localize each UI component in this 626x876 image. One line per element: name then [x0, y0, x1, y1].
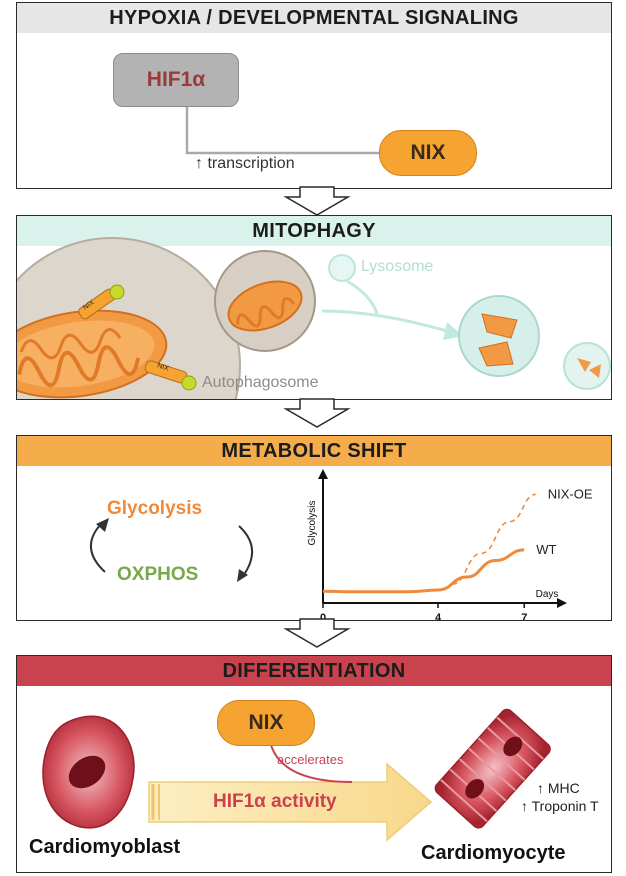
lysosome [328, 254, 356, 282]
hypoxia-title: HYPOXIA / DEVELOPMENTAL SIGNALING [109, 7, 519, 29]
hif1a-box: HIF1α [113, 53, 239, 107]
cardiomyoblast-label: Cardiomyoblast [29, 836, 181, 858]
residual-body [563, 342, 611, 390]
x-tick-label-7: 7 [521, 612, 527, 621]
autophagosome-label: Autophagosome [202, 374, 319, 391]
metabolic-panel: METABOLIC SHIFT Glycolysis OXPHOS 0 4 7 Day… [16, 435, 612, 621]
x-tick-label-4: 4 [435, 612, 442, 621]
cardiomyocyte-cell [434, 708, 551, 829]
down-arrow-2 [283, 398, 351, 428]
mhc-label: ↑ MHC [537, 780, 580, 796]
nix-label-differentiation: NIX [248, 711, 284, 734]
series-line-nix-oe [452, 493, 536, 585]
nix-receptor-2 [144, 360, 197, 391]
hypoxia-header: HYPOXIA / DEVELOPMENTAL SIGNALING [17, 3, 611, 33]
differentiation-illustration [42, 708, 551, 842]
hif1a-label: HIF1α [146, 68, 206, 91]
glycolysis-label: Glycolysis [107, 498, 203, 519]
hif-activity-arrow [148, 762, 433, 842]
troponin-label: ↑ Troponin T [521, 798, 599, 814]
y-axis-arrowhead [318, 469, 328, 479]
autophagosome [214, 250, 316, 352]
series-label-nix-oe: NIX-OE [548, 486, 593, 501]
autolysosome [458, 295, 540, 377]
x-axis-label: Days [536, 589, 559, 600]
differentiation-header: DIFFERENTIATION [17, 656, 611, 686]
metabolic-title: METABOLIC SHIFT [221, 440, 407, 462]
oxphos-label: OXPHOS [117, 564, 199, 585]
mitophagy-panel: MITOPHAGY [16, 215, 612, 400]
transcription-label: ↑ transcription [195, 155, 295, 172]
y-axis-label: Glycolysis [307, 500, 318, 545]
x-axis-arrowhead [557, 598, 567, 608]
cardiomyoblast-cell [42, 715, 135, 829]
nix-pill-differentiation: NIX [217, 700, 315, 746]
cycle-arrows [90, 518, 253, 582]
differentiation-title: DIFFERENTIATION [222, 660, 406, 682]
lysosome-label: Lysosome [361, 258, 434, 275]
series-label-wt: WT [536, 542, 556, 557]
nix-pill: NIX [379, 130, 477, 176]
mitophagy-title: MITOPHAGY [252, 220, 376, 242]
mitophagy-illustration [17, 237, 611, 399]
down-arrow-3 [283, 618, 351, 648]
down-arrow-1 [283, 186, 351, 216]
series-line-wt [322, 548, 525, 594]
accelerates-label: accelerates [277, 752, 344, 767]
metabolic-header: METABOLIC SHIFT [17, 436, 611, 466]
nix-label: NIX [410, 141, 446, 164]
nix-receptor-1 [78, 284, 125, 320]
hif-nix-arrow [185, 103, 405, 159]
x-tick-label-0: 0 [320, 612, 326, 621]
hypoxia-panel: HYPOXIA / DEVELOPMENTAL SIGNALING HIF1α … [16, 2, 612, 189]
fusion-arrows [321, 279, 463, 340]
differentiation-panel: DIFFERENTIATION [16, 655, 612, 873]
cardiomyocyte-label: Cardiomyocyte [421, 842, 566, 864]
hif-activity-label: HIF1α activity [213, 791, 337, 812]
large-mitochondrion [17, 309, 168, 399]
